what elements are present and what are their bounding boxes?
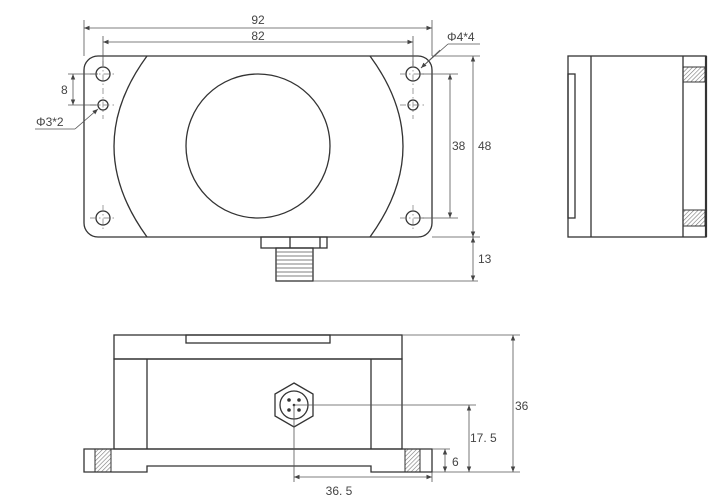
dim-hole-spacing-width: 82 — [251, 29, 265, 43]
top-view: 92 82 Φ4*4 8 Φ3*2 38 48 13 — [35, 13, 492, 282]
dim-overall-height: 48 — [478, 139, 492, 153]
label-small-hole: Φ3*2 — [36, 115, 64, 129]
dim-overall-width: 92 — [251, 13, 265, 27]
label-large-hole: Φ4*4 — [447, 30, 475, 44]
connector-side — [260, 236, 328, 282]
sensor-dome — [185, 73, 331, 219]
dim-small-hole-offset: 8 — [61, 83, 68, 97]
side-view — [567, 55, 708, 238]
mounting-holes — [90, 61, 426, 231]
dim-connector-offset: 36. 5 — [326, 484, 353, 498]
dim-connector-height: 17. 5 — [470, 431, 497, 445]
dim-connector-length: 13 — [478, 252, 492, 266]
left-arc — [113, 55, 148, 238]
dim-front-height: 36 — [515, 399, 529, 413]
front-view: 36 17. 5 6 36. 5 — [83, 334, 529, 498]
dim-base-height: 6 — [452, 455, 459, 469]
right-arc — [369, 55, 404, 238]
housing-outline — [83, 55, 433, 238]
dim-hole-spacing-height: 38 — [452, 139, 466, 153]
